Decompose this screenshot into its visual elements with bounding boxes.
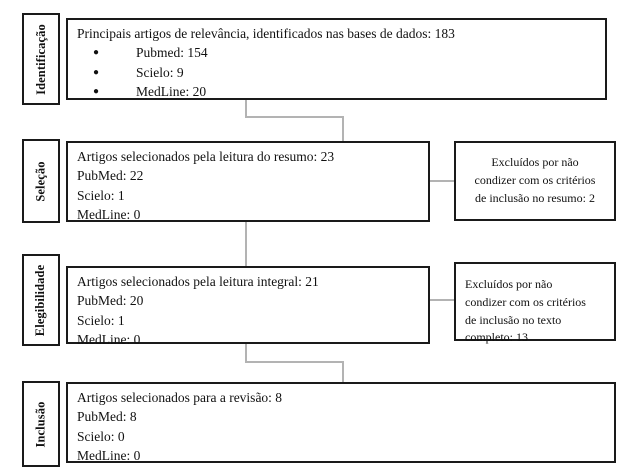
stage-label: Inclusão [33, 401, 48, 447]
stage-label: Identificação [33, 23, 48, 95]
stage-label: Elegibilidade [33, 264, 48, 336]
line-scielo: Scielo: 1 [77, 312, 125, 328]
connector-line [245, 100, 247, 117]
connector-line [245, 343, 247, 362]
identificacao-box: Principais artigos de relevância, identi… [66, 18, 607, 101]
connector-line [342, 116, 344, 141]
elegibilidade-box: Artigos selecionados pela leitura integr… [66, 266, 430, 347]
line-pubmed: PubMed: 8 [77, 409, 137, 425]
connector-line [430, 299, 454, 301]
stage-label: Seleção [33, 160, 48, 202]
stage-identificacao: Identificação [22, 13, 60, 105]
inclusao-box: Artigos selecionados para a revisão: 8 P… [66, 382, 616, 463]
elegibilidade-title: Artigos selecionados pela leitura integr… [77, 274, 319, 289]
line-scielo: Scielo: 0 [77, 428, 125, 444]
connector-line [245, 221, 247, 268]
inclusao-title: Artigos selecionados para a revisão: 8 [77, 390, 283, 405]
list-item: Pubmed: 154 [77, 43, 605, 63]
line-scielo: Scielo: 1 [77, 187, 125, 203]
selecao-title: Artigos selecionados pela leitura do res… [77, 149, 335, 164]
line-pubmed: PubMed: 22 [77, 168, 144, 184]
selecao-box: Artigos selecionados pela leitura do res… [66, 141, 430, 222]
connector-line [430, 180, 454, 182]
line-medline: MedLine: 0 [77, 447, 141, 463]
line-medline: MedLine: 0 [77, 331, 141, 347]
selecao-excluded-box: Excluídos por não condizer com os critér… [454, 141, 616, 221]
list-item: Scielo: 9 [77, 63, 605, 83]
stage-inclusao: Inclusão [22, 381, 60, 467]
excluded-text: Excluídos por não condizer com os critér… [474, 155, 596, 205]
connector-line [342, 361, 344, 382]
list-item: MedLine: 20 [77, 82, 605, 102]
excluded-text: Excluídos por não condizer com os critér… [465, 277, 586, 345]
line-pubmed: PubMed: 20 [77, 293, 144, 309]
connector-line [245, 361, 344, 363]
stage-elegibilidade: Elegibilidade [22, 254, 60, 346]
identificacao-title: Principais artigos de relevância, identi… [77, 26, 455, 41]
stage-selecao: Seleção [22, 139, 60, 223]
line-medline: MedLine: 0 [77, 206, 141, 222]
database-list: Pubmed: 154 Scielo: 9 MedLine: 20 [77, 43, 605, 101]
elegibilidade-excluded-box: Excluídos por não condizer com os critér… [454, 262, 616, 344]
connector-line [245, 116, 344, 118]
